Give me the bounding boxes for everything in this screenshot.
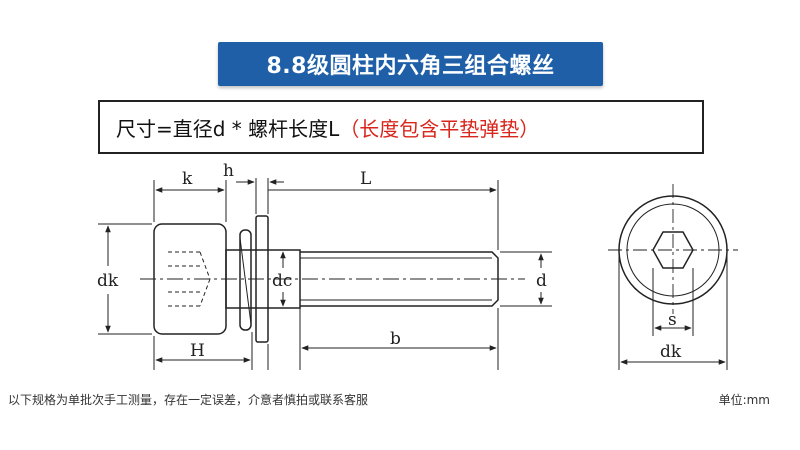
side-view [140, 215, 525, 343]
socket-hidden-lines [168, 251, 211, 307]
footer-note: 以下规格为单批次手工测量，存在一定误差，介意者慎拍或联系客服 [8, 393, 369, 407]
dim-label-s: s [668, 310, 677, 330]
title-banner: 8.8级圆柱内六角三组合螺丝 [218, 42, 603, 86]
dim-label-dc: dc [272, 271, 292, 291]
unit-note: 单位:mm [718, 393, 770, 407]
dim-label-L: L [360, 169, 371, 189]
dim-label-dk: dk [97, 271, 119, 291]
end-dimension-labels: s dk [660, 310, 682, 362]
size-formula-note: （长度包含平垫弹垫） [339, 116, 540, 141]
dim-label-k: k [182, 169, 193, 189]
dim-label-b: b [390, 329, 401, 349]
side-dimensions [98, 178, 552, 370]
dim-label-h: h [223, 161, 234, 181]
spring-washer [239, 229, 252, 331]
size-formula-main: 尺寸=直径d * 螺杆长度L [116, 116, 340, 141]
dim-label-H: H [190, 341, 205, 361]
dim-label-dk-end: dk [660, 342, 682, 362]
size-formula-box: 尺寸=直径d * 螺杆长度L （长度包含平垫弹垫） [98, 100, 704, 154]
end-dimensions [618, 252, 728, 370]
end-view [608, 184, 738, 314]
title-text: 8.8级圆柱内六角三组合螺丝 [266, 54, 555, 79]
side-dimension-labels: k h L dk dc d H b [97, 161, 547, 361]
dim-label-d: d [536, 271, 547, 291]
